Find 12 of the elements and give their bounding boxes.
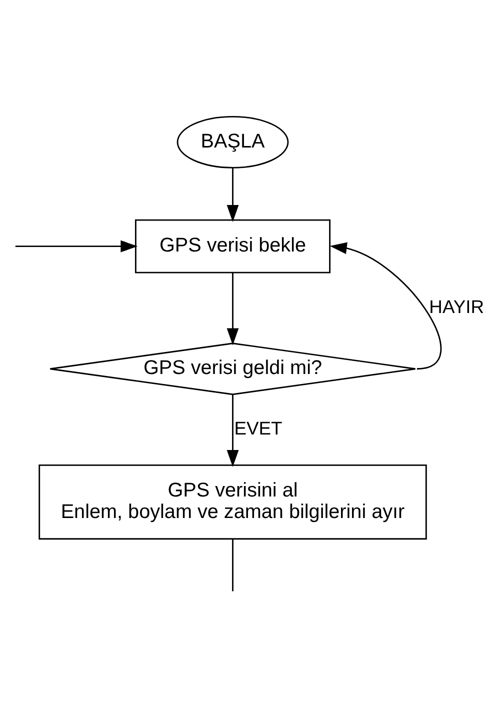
arrow <box>226 168 239 222</box>
edge-label: HAYIR <box>429 296 484 317</box>
node-box: GPS verisi bekle <box>135 219 331 274</box>
node-diamond: GPS verisi geldi mi? <box>49 342 416 396</box>
arrow <box>226 394 239 468</box>
node-ellipse: BAŞLA <box>176 116 289 168</box>
arrow <box>226 272 239 346</box>
connector <box>232 539 234 592</box>
arrow <box>15 240 138 252</box>
edge-label: EVET <box>234 418 282 439</box>
arrow <box>330 242 442 370</box>
node-box: GPS verisini al Enlem, boylam ve zaman bilgilerini ayır <box>38 464 427 540</box>
